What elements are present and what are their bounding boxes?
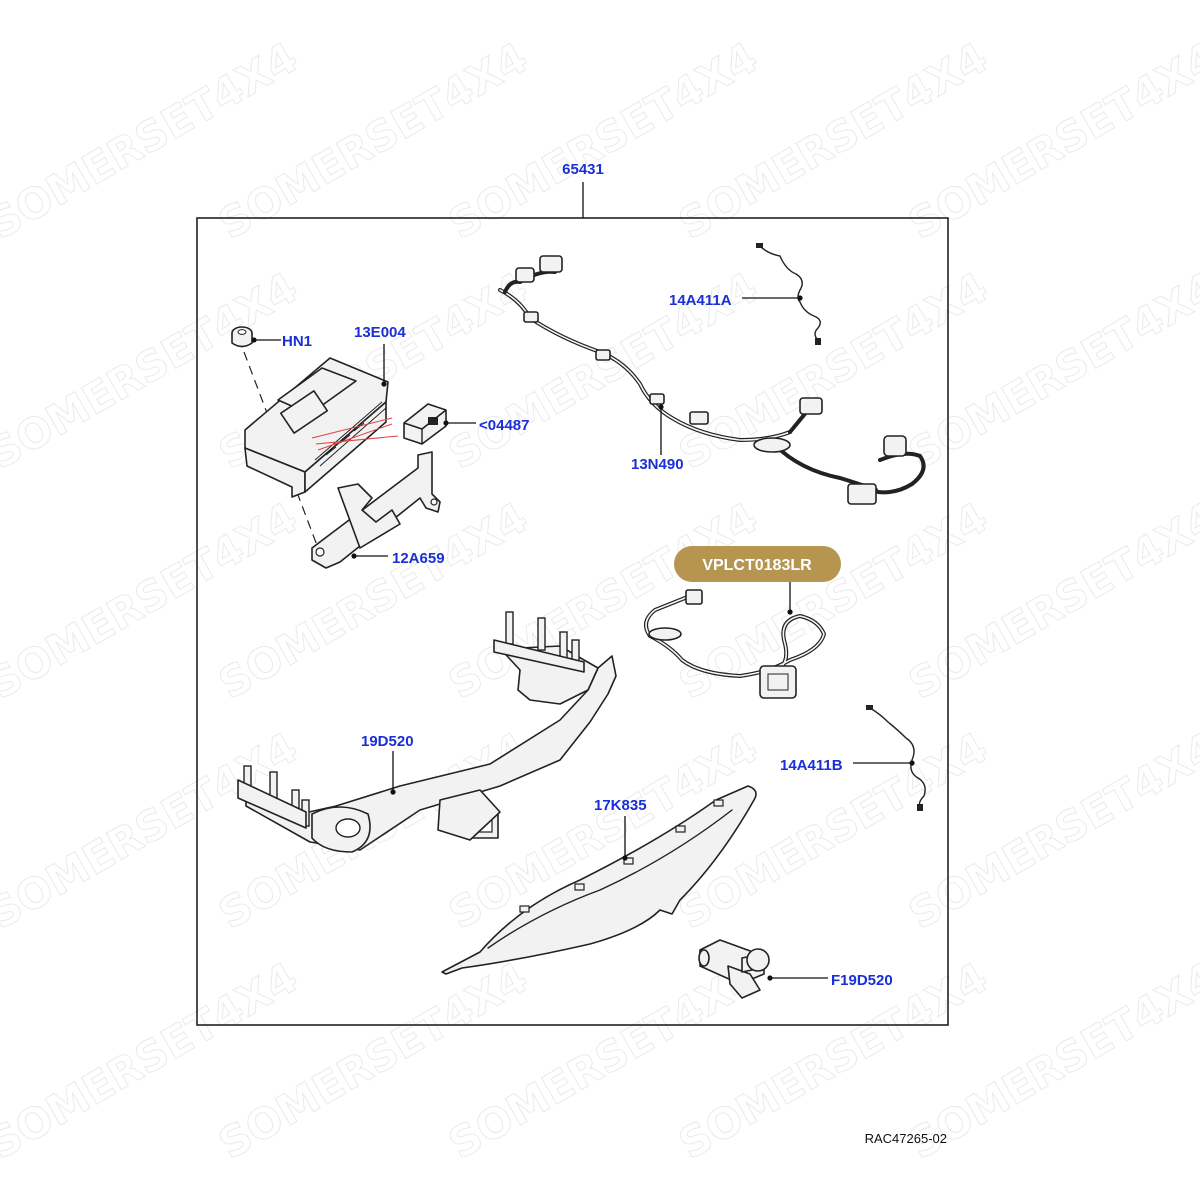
kit-code-badge-text: VPLCT0183LR — [702, 557, 812, 574]
sensor-lead-b-part — [866, 705, 926, 811]
kit-code-badge[interactable]: VPLCT0183LR — [674, 546, 841, 582]
sensor-lead-a-part — [756, 243, 821, 345]
control-module-part — [244, 357, 399, 498]
tow-bar-part — [237, 611, 617, 853]
fastener-dash-line — [243, 351, 319, 549]
watermark-layer: SOMERSET4X4 SOMERSET4X4 SOMERSET4X4 SOME… — [0, 32, 1200, 1169]
connector-leader-dot — [443, 420, 449, 426]
diagram-reference-code: RAC47265-02 — [865, 1131, 947, 1146]
callout-65431[interactable]: 65431 — [562, 161, 604, 178]
callout-14a411b[interactable]: 14A411B — [780, 757, 843, 774]
cover-leader-dot — [622, 855, 628, 861]
callout-13n490[interactable]: 13N490 — [631, 456, 684, 473]
bumper-cover-part — [441, 785, 757, 975]
kit-code-badge-shape — [674, 546, 841, 582]
callout-14a411a[interactable]: 14A411A — [669, 292, 732, 309]
tow-ball-part — [698, 939, 770, 999]
callout-hn1[interactable]: HN1 — [282, 333, 312, 350]
nut-leader-dot — [251, 337, 257, 343]
callout-f19d520[interactable]: F19D520 — [831, 972, 893, 989]
tow-ball-leader-dot — [767, 975, 773, 981]
main-harness-part — [498, 255, 926, 505]
callout-13e004[interactable]: 13E004 — [354, 324, 406, 341]
harness-main-leader-dot — [658, 404, 664, 410]
badge-leader-dot — [787, 609, 793, 615]
sensor-a-leader-dot — [797, 295, 803, 301]
mounting-bracket-part — [311, 451, 441, 569]
callout-12a659[interactable]: 12A659 — [392, 550, 445, 567]
module-leader-dot — [381, 381, 387, 387]
bracket-leader-dot — [351, 553, 357, 559]
assembly-frame — [196, 217, 949, 1026]
sub-harness-part — [644, 589, 826, 699]
sensor-b-leader-dot — [909, 760, 915, 766]
tow-bar-leader-dot — [390, 789, 396, 795]
nut-part — [231, 326, 253, 348]
callout-19d520[interactable]: 19D520 — [361, 733, 414, 750]
callout-04487[interactable]: <04487 — [479, 417, 529, 434]
connector-part — [403, 403, 447, 445]
callout-17k835[interactable]: 17K835 — [594, 797, 647, 814]
